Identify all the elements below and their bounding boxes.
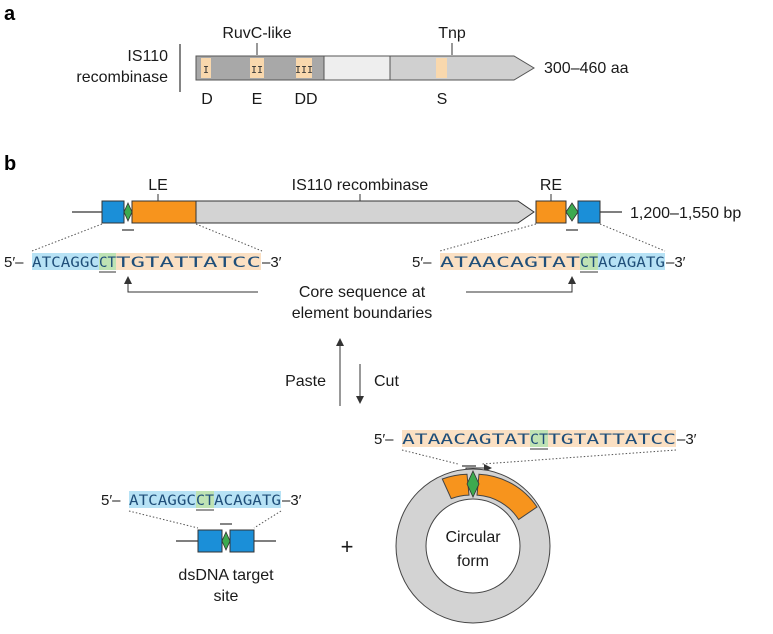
motif-dd-label: DD xyxy=(294,91,317,108)
circle-seq-tan1-bg xyxy=(402,430,530,447)
le-box xyxy=(131,200,197,224)
motif-iii-box xyxy=(296,58,312,78)
motif-s-box xyxy=(436,58,447,78)
left-seq-tan-bg xyxy=(116,253,261,270)
right-seq-core-bg xyxy=(580,253,598,270)
zoom-line-left-a xyxy=(31,223,103,252)
panel-a-label: a xyxy=(4,3,16,25)
left-seq-five: 5′– xyxy=(4,254,24,271)
element-label: IS110 recombinase xyxy=(292,177,429,194)
target-caption-line2: site xyxy=(214,588,239,605)
motif-s-label: S xyxy=(437,91,448,108)
left-flank-blue-box xyxy=(101,200,125,224)
core-pointer-right xyxy=(466,276,576,293)
circle-core-diamond xyxy=(466,470,480,498)
protein-length: 300–460 aa xyxy=(544,60,629,77)
right-seq-blue: ACAGATG xyxy=(598,255,665,271)
target-seq-blue2-bg xyxy=(214,491,281,508)
left-seq-tan: TGTATTATCC xyxy=(116,255,261,271)
circular-form xyxy=(395,468,551,624)
circle-zoom-line-a xyxy=(401,449,459,465)
core-pointer-left xyxy=(124,276,258,293)
right-seq-tan: ATAACAGTAT xyxy=(440,255,581,271)
motif-d-label: D xyxy=(201,91,213,108)
circle-zoom-line-b xyxy=(481,449,677,465)
zoom-line-right-b xyxy=(599,223,666,252)
left-seq-core: CT xyxy=(99,255,117,271)
left-seq-core-bg xyxy=(99,253,116,270)
left-seq-blue: ATCAGGC xyxy=(32,255,99,271)
le-label: LE xyxy=(148,177,168,194)
circle-seq-core-bg xyxy=(530,430,548,447)
right-seq-tan-bg xyxy=(440,253,580,270)
plus-sign: + xyxy=(341,534,354,559)
motif-ii-label: II xyxy=(251,65,263,76)
circle-re-arc xyxy=(476,473,538,521)
circle-seq-five: 5′– xyxy=(374,431,394,448)
recombinase-gene-arrow xyxy=(195,200,535,224)
protein-label-line1: IS110 xyxy=(127,48,168,65)
right-seq-blue-bg xyxy=(598,253,665,270)
target-seq-blue2: ACAGATG xyxy=(214,493,281,509)
target-seq-core-bg xyxy=(196,491,214,508)
left-core-diamond xyxy=(123,202,133,222)
motif-i-label: I xyxy=(203,65,209,76)
ruvc-label: RuvC-like xyxy=(222,25,291,42)
left-seq-blue-bg xyxy=(32,253,99,270)
left-seq-three: –3′ xyxy=(262,254,282,271)
panel-b-label: b xyxy=(4,153,16,175)
target-blue-box-left xyxy=(197,529,223,553)
circle-caption-line1: Circular xyxy=(445,529,501,546)
paste-label: Paste xyxy=(285,373,326,390)
target-core-diamond xyxy=(221,531,231,551)
zoom-line-right-a xyxy=(439,223,537,252)
cut-label: Cut xyxy=(374,373,399,390)
circle-seq-three: –3′ xyxy=(677,431,697,448)
motif-iii-label: III xyxy=(295,65,313,76)
circle-seq-tan2: TGTATTATCC xyxy=(548,432,676,448)
core-caption-line1: Core sequence at xyxy=(299,284,426,301)
right-flank-blue-box xyxy=(577,200,601,224)
target-blue-box-right xyxy=(229,529,255,553)
re-box xyxy=(535,200,567,224)
motif-ii-box xyxy=(250,58,264,78)
target-seq-core: CT xyxy=(196,493,215,509)
right-seq-five: 5′– xyxy=(412,254,432,271)
right-seq-three: –3′ xyxy=(666,254,686,271)
target-zoom-line-b xyxy=(253,510,282,529)
circle-seq-tan1: ATAACAGTAT xyxy=(402,432,531,448)
core-caption-line2: element boundaries xyxy=(292,305,433,322)
target-caption-line1: dsDNA target xyxy=(178,567,274,584)
protein-domain-bar xyxy=(195,55,535,81)
motif-e-label: E xyxy=(252,91,263,108)
target-zoom-line-a xyxy=(128,510,199,529)
target-seq-three: –3′ xyxy=(282,492,302,509)
circle-le-arc xyxy=(441,473,470,500)
re-label: RE xyxy=(540,177,562,194)
right-seq-core: CT xyxy=(580,255,599,271)
zoom-line-left-b xyxy=(195,223,263,252)
tnp-label: Tnp xyxy=(438,25,466,42)
element-length: 1,200–1,550 bp xyxy=(630,205,741,222)
target-seq-blue1: ATCAGGC xyxy=(129,493,196,509)
circle-caption-line2: form xyxy=(457,553,489,570)
motif-i-box xyxy=(201,58,211,78)
right-core-diamond xyxy=(565,202,579,222)
circle-seq-tan2-bg xyxy=(548,430,676,447)
linker-region xyxy=(323,55,391,81)
target-seq-five: 5′– xyxy=(101,492,121,509)
circle-seq-core: CT xyxy=(530,432,549,448)
target-seq-blue1-bg xyxy=(129,491,196,508)
protein-label-line2: recombinase xyxy=(76,69,168,86)
